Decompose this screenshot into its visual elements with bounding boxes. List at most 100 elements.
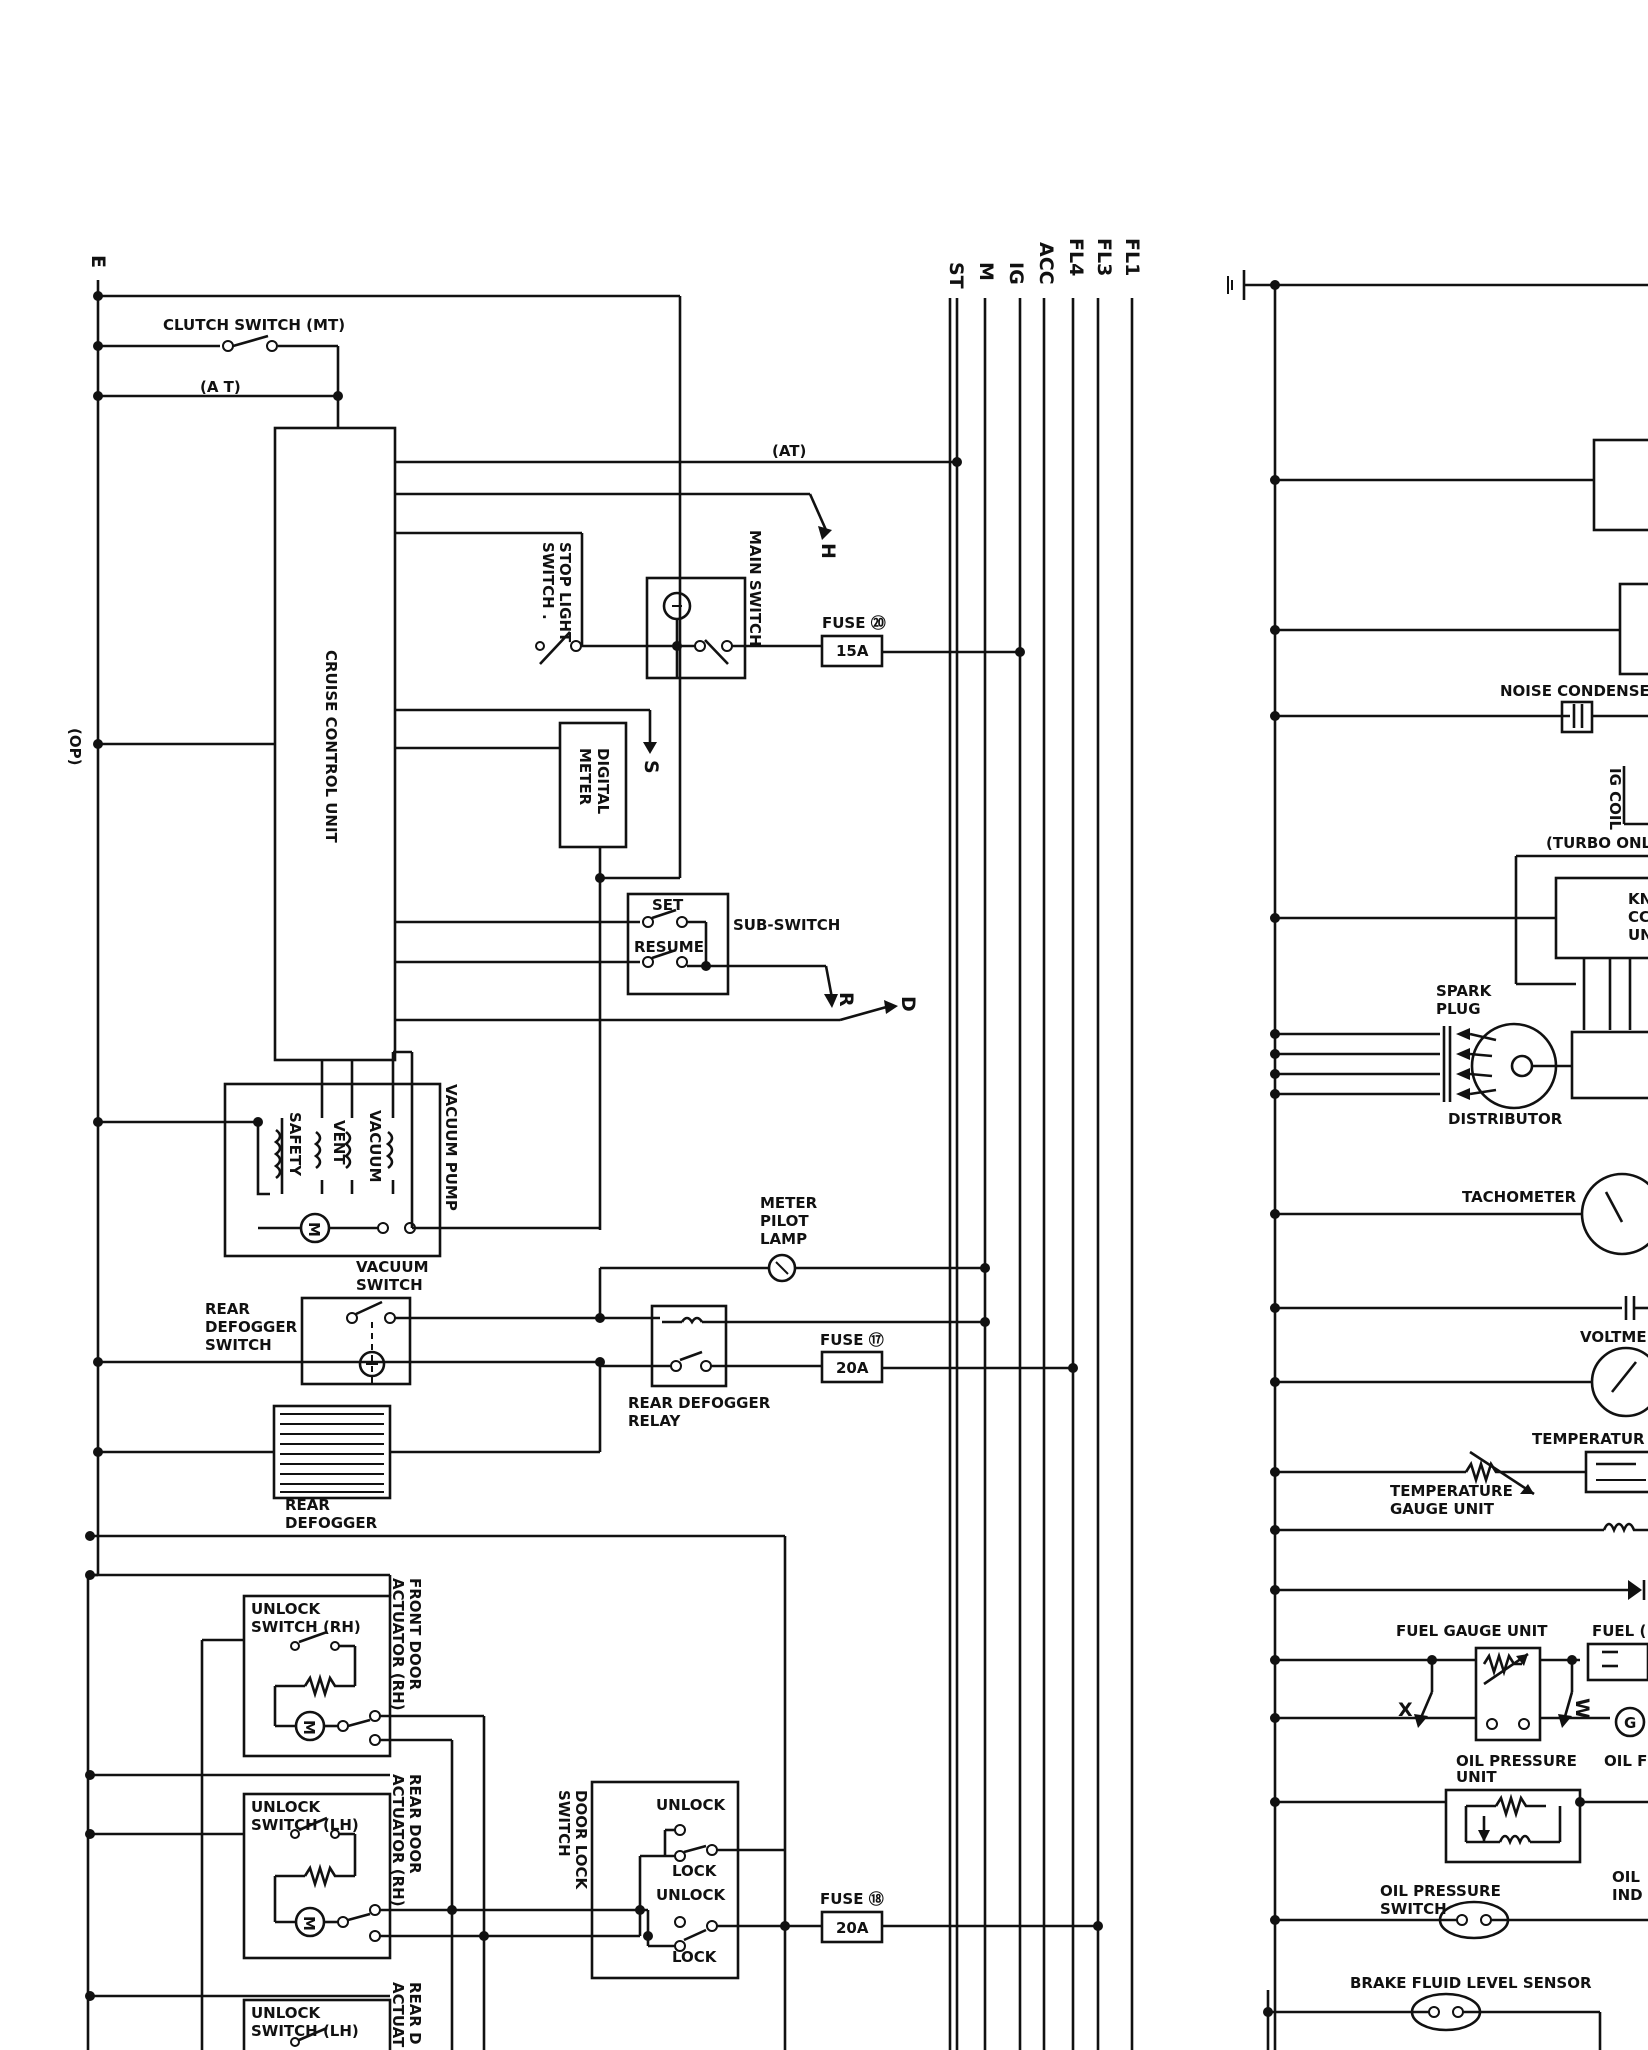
digital-meter-label-2: METER xyxy=(576,748,594,806)
rear-d-actuat-label-2: ACTUAT xyxy=(389,1982,407,2048)
motor-symbol-rd: M xyxy=(300,1916,318,1931)
rear-door-actuator-lh: UNLOCK SWITCH (LH) REAR D ACTUAT xyxy=(242,1982,424,2050)
unlock-sw-lh-label-1: UNLOCK xyxy=(251,1798,322,1816)
fuse20-label: FUSE ⑳ xyxy=(822,614,886,632)
rear-d-actuat-label-1: REAR D xyxy=(406,1982,424,2045)
main-switch-label: MAIN SWITCH xyxy=(746,530,764,647)
spark-plug-label-2: PLUG xyxy=(1436,1000,1481,1018)
rear-door-actuator-label-1: REAR DOOR xyxy=(406,1774,424,1874)
oil-pressure-unit-label-2: UNIT xyxy=(1456,1768,1497,1786)
tachometer: TACHOMETER xyxy=(1270,1172,1648,1256)
knock-control-unit: KN CC UN xyxy=(1270,876,1648,1030)
rear-door-actuator-label-2: ACTUATOR (RH) xyxy=(389,1774,407,1907)
voltmeter: VOLTME xyxy=(1270,1296,1648,1418)
terminal-s: S xyxy=(640,760,662,774)
rear-defog-relay-label-1: REAR DEFOGGER xyxy=(628,1394,771,1412)
ig-coil: IG COIL (TURBO ONL xyxy=(1514,766,1648,986)
voltmeter-label: VOLTME xyxy=(1580,1328,1647,1346)
terminal-w: W xyxy=(1571,1698,1593,1719)
fuse18-label: FUSE ⑱ xyxy=(820,1890,884,1908)
rear-defogger-label-2: DEFOGGER xyxy=(285,1514,378,1532)
ground-bus-e: E CLUTCH SWITCH (MT) (A T) (OP) xyxy=(66,255,682,2050)
power-bus: ST M IG ACC FL4 FL3 FL1 xyxy=(945,238,1143,2050)
door-lock-switch-label-1: DOOR LOCK xyxy=(572,1790,590,1891)
vacuum-pump-label: VACUUM PUMP xyxy=(442,1084,460,1211)
distributor: SPARK PLUG DISTRIBUTOR xyxy=(1270,982,1648,1128)
stop-light-label-1: STOP LIGHT xyxy=(556,542,574,643)
temp-gauge-unit-label-1: TEMPERATURE xyxy=(1390,1482,1513,1500)
kn-label-1: KN xyxy=(1628,890,1648,908)
set-label: SET xyxy=(652,896,684,914)
digital-meter-label-1: DIGITAL xyxy=(594,748,612,815)
diode-row xyxy=(1270,1580,1646,1600)
ccu-wires: (AT) H STOP LIGHT SWITCH . S DIGITAL MET… xyxy=(395,442,957,1230)
terminal-e: E xyxy=(87,255,109,268)
oil-pressure-unit-label-1: OIL PRESSURE xyxy=(1456,1752,1577,1770)
temp-gauge-unit-label-2: GAUGE UNIT xyxy=(1390,1500,1495,1518)
distributor-label: DISTRIBUTOR xyxy=(1448,1110,1563,1128)
fuse17-label: FUSE ⑰ xyxy=(820,1331,884,1349)
oil-pressure-unit: OIL IND xyxy=(1270,1788,1648,1904)
rear-defog-relay-label-2: RELAY xyxy=(628,1412,682,1430)
terminal-fl3: FL3 xyxy=(1093,238,1115,276)
fuel-gauge-unit-label: FUEL GAUGE UNIT xyxy=(1396,1622,1548,1640)
front-door-actuator-label-2: ACTUATOR (RH) xyxy=(389,1578,407,1711)
front-door-actuator-label-1: FRONT DOOR xyxy=(406,1578,424,1691)
unlock-sw-rh-label-1: UNLOCK xyxy=(251,1600,322,1618)
oil-right-label: OIL F xyxy=(1604,1752,1647,1770)
terminal-r: R xyxy=(835,992,857,1007)
sub-switch-label: SUB-SWITCH xyxy=(733,916,840,934)
meter-lamp-label-1: METER xyxy=(760,1194,818,1212)
fuse18-rating: 20A xyxy=(836,1919,869,1937)
terminal-h: H xyxy=(817,543,839,559)
tachometer-label: TACHOMETER xyxy=(1462,1188,1577,1206)
terminal-m: M xyxy=(975,262,997,281)
kn-label-2: CC xyxy=(1628,908,1648,926)
rear-defog-sw-label-3: SWITCH xyxy=(205,1336,272,1354)
at-mid-label: (AT) xyxy=(772,442,806,460)
safety-label: SAFETY xyxy=(286,1112,304,1177)
oil-ind-label-1: OIL xyxy=(1612,1868,1640,1886)
rear-defogger-relay: REAR DEFOGGER RELAY 20A FUSE ⑰ xyxy=(600,1304,1078,1430)
meter-lamp-label-3: LAMP xyxy=(760,1230,807,1248)
noise-condenser-label: NOISE CONDENSE xyxy=(1500,682,1648,700)
oil-pressure-switch-label-2: SWITCH xyxy=(1380,1900,1447,1918)
spark-plug-label-1: SPARK xyxy=(1436,982,1493,1000)
rear-defog-sw-label-1: REAR xyxy=(205,1300,250,1318)
resume-label: RESUME xyxy=(634,938,704,956)
temperature-label: TEMPERATUR xyxy=(1532,1430,1645,1448)
motor-symbol-pump: M xyxy=(305,1222,323,1237)
fuse20-rating: 15A xyxy=(836,642,869,660)
unlock-sw-rh-label-2: SWITCH (RH) xyxy=(251,1618,361,1636)
brake-fluid-label: BRAKE FLUID LEVEL SENSOR xyxy=(1350,1974,1592,1992)
rear-defogger-label-1: REAR xyxy=(285,1496,330,1514)
fuel-gauge-unit: FUEL GAUGE UNIT FUEL ( X W G OIL PRESSUR… xyxy=(1270,1622,1648,1786)
motor-symbol-fd: M xyxy=(300,1720,318,1735)
right-ground-bus xyxy=(1227,270,1648,2050)
op-label: (OP) xyxy=(66,728,84,765)
lock-b-label: LOCK xyxy=(672,1948,718,1966)
sub-switch: SET RESUME SUB-SWITCH R D xyxy=(626,892,919,1022)
unlock-sw-lh3-label-1: UNLOCK xyxy=(251,2004,322,2022)
ig-coil-label: IG COIL xyxy=(1606,768,1624,830)
turbo-only-label: (TURBO ONL xyxy=(1546,834,1648,852)
rear-defog-sw-label-2: DEFOGGER xyxy=(205,1318,298,1336)
meter-pilot-lamp: METER PILOT LAMP xyxy=(598,1194,990,1318)
terminal-ig: IG xyxy=(1005,262,1027,285)
clutch-switch-label: CLUTCH SWITCH (MT) xyxy=(163,316,345,334)
fuel-right-label: FUEL ( xyxy=(1592,1622,1646,1640)
vent-label: VENT xyxy=(330,1120,348,1165)
oil-pressure-switch: OIL PRESSURE SWITCH xyxy=(1270,1882,1648,1940)
terminal-acc: ACC xyxy=(1035,242,1057,285)
front-door-actuator-rh: UNLOCK SWITCH (RH) M FRONT DOOR ACTUATOR… xyxy=(242,1578,486,2050)
lock-a-label: LOCK xyxy=(672,1862,718,1880)
vacuum-switch-label-1: VACUUM xyxy=(356,1258,429,1276)
gauge-g-symbol: G xyxy=(1624,1714,1636,1732)
noise-condenser: NOISE CONDENSE xyxy=(1270,682,1648,734)
terminal-fl1: FL1 xyxy=(1121,238,1143,276)
unlock-sw-lh-label-2: SWITCH (LH) xyxy=(251,1816,359,1834)
unlock-sw-lh3-label-2: SWITCH (LH) xyxy=(251,2022,359,2040)
vacuum-label: VACUUM xyxy=(366,1110,384,1183)
oil-pressure-switch-label-1: OIL PRESSURE xyxy=(1380,1882,1501,1900)
temperature-gauge: TEMPERATUR TEMPERATURE GAUGE UNIT xyxy=(1270,1430,1648,1535)
